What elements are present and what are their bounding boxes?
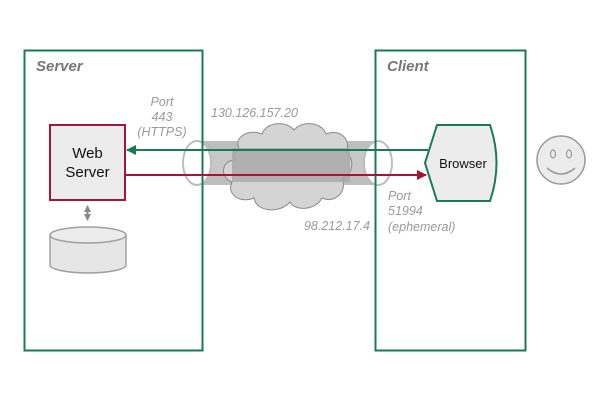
browser-node: Browser	[423, 124, 498, 202]
web-server-label-line1: Web	[72, 145, 103, 162]
client-ip-address: 98.212.17.4	[304, 219, 370, 233]
server-port-number: 443	[152, 110, 173, 124]
server-port-label: Port	[151, 95, 174, 109]
server-ip-address: 130.126.157.20	[211, 106, 298, 120]
server-port-protocol: (HTTPS)	[137, 125, 186, 139]
client-port-number: 51994	[388, 204, 423, 218]
tunnel-end-client	[363, 140, 393, 186]
server-title: Server	[36, 58, 84, 75]
smiley-face-icon	[536, 135, 586, 185]
internet-cloud-icon	[223, 123, 353, 211]
client-port-type: (ephemeral)	[388, 220, 455, 234]
browser-label: Browser	[439, 156, 487, 171]
client-title: Client	[387, 58, 430, 75]
database-icon	[49, 226, 127, 274]
client-box: Client	[374, 49, 527, 352]
client-port-label: Port	[388, 189, 411, 203]
web-server-node: Web Server	[49, 124, 126, 201]
web-server-label-line2: Server	[65, 164, 109, 181]
tunnel-end-server	[182, 140, 212, 186]
